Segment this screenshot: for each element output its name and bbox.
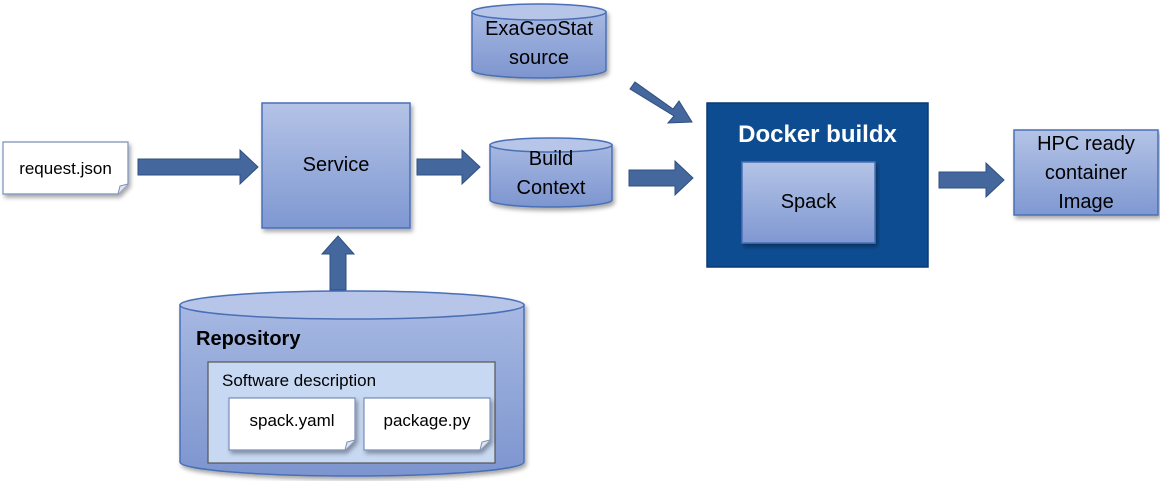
exageostat-source-label: ExaGeoStat source <box>485 18 593 69</box>
arrow-request-to-service <box>137 148 259 186</box>
arrow-build-context-to-docker <box>628 159 694 197</box>
arrow-source-to-docker <box>629 81 693 124</box>
request-json-label: request.json <box>19 158 112 178</box>
spack-box <box>741 161 876 244</box>
package-py-doc-fold <box>479 439 491 451</box>
exageostat-source-cylinder <box>471 3 607 79</box>
package-py-label: package.py <box>383 411 471 430</box>
arrow-docker-to-image <box>938 161 1005 199</box>
software-description-label: Software description <box>222 370 377 390</box>
build-context-cylinder <box>489 137 613 208</box>
arrow-service-to-build-context <box>416 148 481 186</box>
spack-yaml-label: spack.yaml <box>249 411 335 430</box>
spack-yaml-doc-fold <box>344 439 356 451</box>
arrow-repository-to-service <box>320 235 356 291</box>
docker-buildx-title: Docker buildx <box>738 120 897 148</box>
service-label: Service <box>302 154 370 176</box>
build-context-label: Build Context <box>516 148 586 199</box>
repository-title: Repository <box>196 327 301 350</box>
output-image-label: HPC ready container Image <box>1037 133 1135 213</box>
service-box <box>261 102 411 229</box>
request-json-doc-fold <box>117 183 129 195</box>
output-image-box <box>1013 129 1159 216</box>
spack-label: Spack <box>780 191 837 213</box>
